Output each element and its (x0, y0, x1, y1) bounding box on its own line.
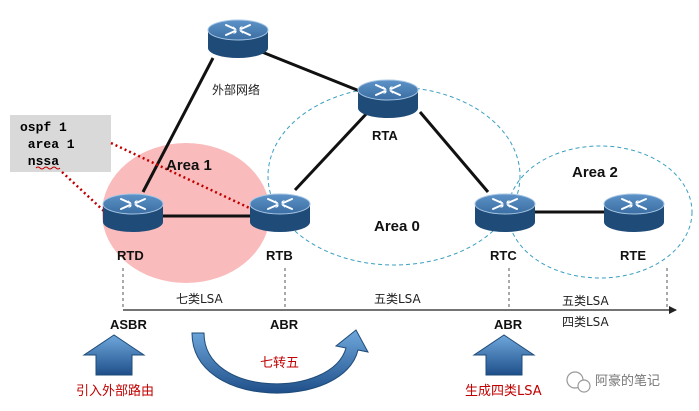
abr-label-rtb: ABR (270, 317, 299, 332)
links (141, 50, 605, 218)
config-line-3: nssa (20, 154, 59, 169)
import-external-routes-label: 引入外部路由 (76, 383, 154, 399)
router-icon[interactable] (357, 79, 419, 119)
router-icon[interactable] (249, 193, 311, 233)
config-pointer-rtd (61, 171, 106, 213)
generate-type4-lsa-label: 生成四类LSA (465, 384, 542, 399)
area1-region (102, 143, 270, 283)
rta-label: RTA (372, 128, 398, 143)
generate-up-arrow (472, 334, 536, 376)
config-box: ospf 1 area 1 nssa (10, 115, 111, 172)
area2-region (507, 145, 693, 279)
router-icon[interactable] (603, 193, 665, 233)
rtd-label: RTD (117, 248, 144, 263)
watermark: 阿豪的笔记 (566, 371, 660, 393)
watermark-text: 阿豪的笔记 (595, 373, 660, 389)
external-network-label: 外部网络 (212, 82, 260, 97)
rtb-label: RTB (266, 248, 293, 263)
area0-region (267, 86, 521, 266)
rtc-label: RTC (490, 248, 517, 263)
router-icon[interactable] (474, 193, 536, 233)
link-rta-rtc (418, 111, 490, 193)
lsa-type4-area2-label: 四类LSA (562, 315, 610, 329)
link-rtd-external (141, 57, 215, 193)
convert-curved-arrow (191, 329, 369, 394)
area0-label: Area 0 (374, 218, 420, 235)
abr-label-rtc: ABR (494, 317, 523, 332)
import-up-arrow (82, 334, 146, 376)
router-icon[interactable] (207, 19, 269, 59)
rte-label: RTE (620, 248, 646, 263)
config-pointer-rtb (110, 141, 259, 214)
config-line-1: ospf 1 (20, 120, 67, 135)
lsa-type5-label: 五类LSA (374, 292, 422, 306)
link-rta-rtb (293, 110, 370, 192)
config-line-2: area 1 (20, 137, 75, 152)
lsa-type7-label: 七类LSA (176, 292, 224, 306)
router-icon[interactable] (102, 193, 164, 233)
area1-label: Area 1 (166, 157, 212, 174)
asbr-label: ASBR (110, 317, 147, 332)
area2-label: Area 2 (572, 164, 618, 181)
link-external-rta (261, 50, 363, 94)
boundary-markers (122, 268, 668, 310)
convert-7-to-5-label: 七转五 (260, 356, 299, 371)
lsa-type5-area2-label: 五类LSA (562, 294, 610, 308)
